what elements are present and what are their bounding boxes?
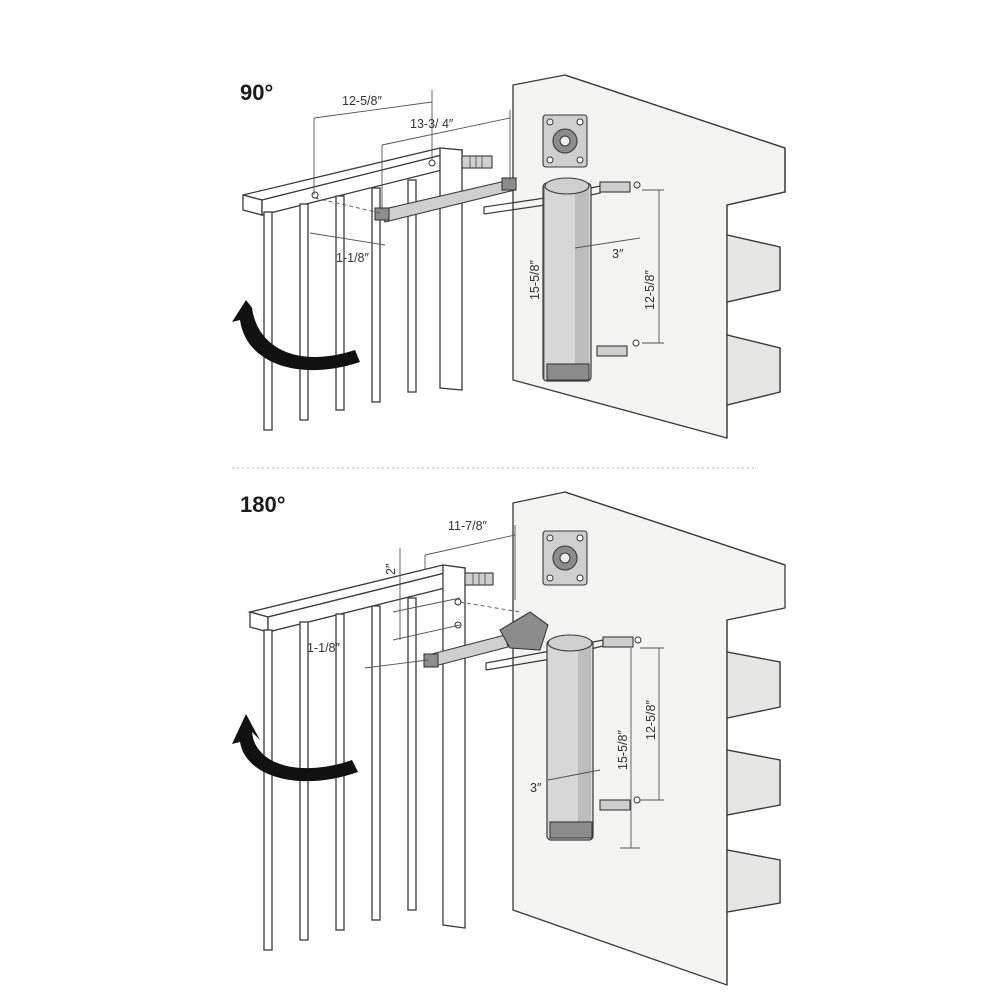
rotation-arrow-bottom-icon bbox=[232, 714, 358, 782]
dim-bracket-spacing-bottom: 12-5/8″ bbox=[644, 700, 658, 740]
hinge-bolt-top bbox=[461, 155, 493, 169]
dimension-lines-top bbox=[309, 90, 664, 380]
dim-offset-bottom: 1-1/8″ bbox=[307, 641, 340, 655]
closer-arm-bottom bbox=[423, 611, 549, 668]
wall-block-bottom bbox=[512, 491, 786, 986]
hinge-bolt-bottom bbox=[464, 572, 494, 586]
angle-label-180: 180° bbox=[240, 492, 286, 517]
angle-label-90: 90° bbox=[240, 80, 273, 105]
dim-cylinder-length-top: 15-5/8″ bbox=[528, 260, 542, 300]
closer-cylinder-bottom bbox=[546, 634, 594, 841]
panel-180: 180° bbox=[232, 491, 786, 986]
gate-frame-top bbox=[242, 147, 463, 431]
dim-bracket-spacing-top: 12-5/8″ bbox=[643, 270, 657, 310]
dim-vertical-offset-bottom: 2″ bbox=[384, 563, 398, 575]
dim-wall-offset-bottom: 3″ bbox=[530, 781, 542, 795]
wall-plate-bottom bbox=[542, 530, 588, 586]
wall-plate-top bbox=[542, 114, 588, 168]
dim-arm-length-bottom: 11-7/8″ bbox=[448, 519, 488, 533]
panel-90: 90° bbox=[232, 74, 786, 439]
gate-bars-top bbox=[263, 179, 417, 431]
gate-frame-bottom bbox=[247, 564, 466, 951]
closer-arm-top bbox=[374, 177, 517, 223]
dim-cylinder-length-bottom: 15-5/8″ bbox=[616, 730, 630, 770]
wall-bolts-top bbox=[596, 181, 641, 357]
closer-cylinder-top bbox=[542, 177, 592, 382]
dim-arm-length-top: 12-5/8″ bbox=[342, 94, 382, 108]
dimension-lines-bottom bbox=[364, 525, 664, 849]
dim-offset-top: 1-1/8″ bbox=[336, 251, 369, 265]
rotation-arrow-top-icon bbox=[232, 300, 360, 371]
dim-wall-offset-top: 3″ bbox=[612, 247, 624, 261]
dim-pivot-distance-top: 13-3/ 4″ bbox=[410, 117, 454, 131]
